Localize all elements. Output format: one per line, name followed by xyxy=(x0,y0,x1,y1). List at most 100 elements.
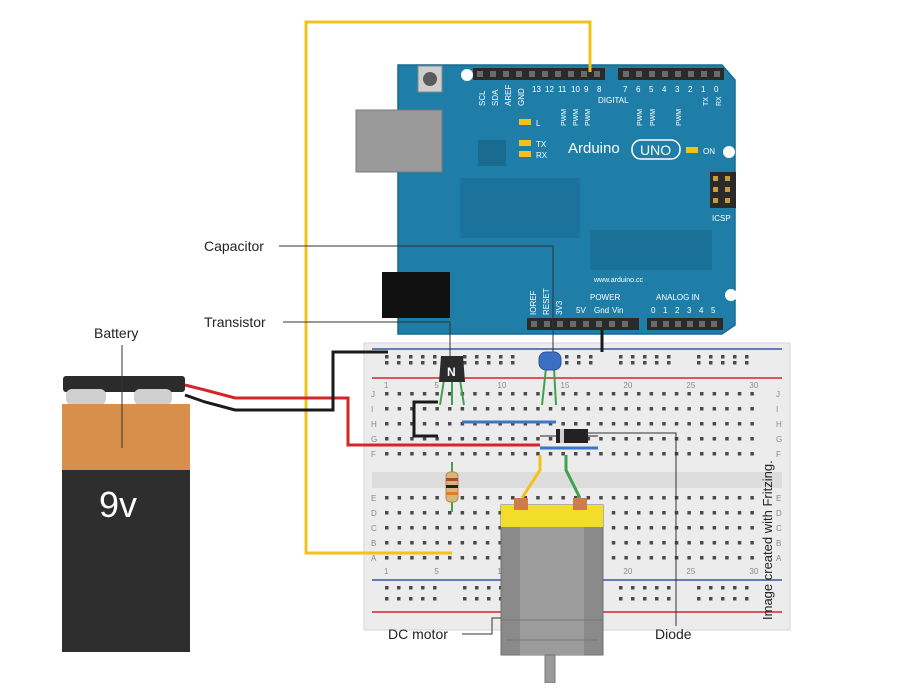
breadboard-hole xyxy=(586,452,591,456)
breadboard-hole xyxy=(700,496,704,500)
power-pin-label: 3V3 xyxy=(555,300,564,315)
breadboard-hole xyxy=(460,556,465,560)
breadboard-hole xyxy=(511,452,515,456)
breadboard-hole xyxy=(409,597,413,601)
breadboard-hole xyxy=(712,496,717,500)
breadboard-hole xyxy=(410,541,414,545)
breadboard-hole xyxy=(409,361,413,365)
breadboard-hole xyxy=(662,556,666,560)
breadboard-hole xyxy=(435,392,439,396)
breadboard-hole xyxy=(667,355,671,359)
capacitor-callout xyxy=(279,245,554,352)
breadboard-hole xyxy=(561,392,565,396)
breadboard-hole xyxy=(435,407,439,411)
breadboard-hole xyxy=(687,556,691,560)
breadboard-hole xyxy=(421,355,425,359)
breadboard-hole xyxy=(561,422,565,426)
breadboard-hole xyxy=(473,422,477,426)
breadboard-hole xyxy=(662,541,666,545)
breadboard-hole xyxy=(498,407,502,411)
breadboard-hole xyxy=(574,422,578,426)
breadboard-hole xyxy=(421,586,425,590)
breadboard-hole xyxy=(422,526,427,530)
breadboard-hole xyxy=(733,586,737,590)
breadboard-hole xyxy=(624,392,628,396)
breadboard-hole xyxy=(460,511,465,515)
breadboard-hole xyxy=(409,355,413,359)
breadboard-hole xyxy=(725,392,729,396)
breadboard-hole xyxy=(637,422,641,426)
breadboard-hole xyxy=(586,437,591,441)
pwm-label-3: PWM xyxy=(676,109,683,126)
breadboard-hole xyxy=(697,586,701,590)
breadboard-hole xyxy=(485,452,490,456)
breadboard-hole xyxy=(655,361,659,365)
breadboard-hole xyxy=(385,422,389,426)
breadboard-hole xyxy=(574,407,578,411)
breadboard-hole xyxy=(662,526,666,530)
column-number: 1 xyxy=(384,381,389,390)
breadboard-hole xyxy=(649,556,654,560)
breadboard-hole xyxy=(611,407,616,411)
breadboard-hole xyxy=(536,496,540,500)
breadboard-hole xyxy=(397,422,402,426)
breadboard-hole xyxy=(498,422,502,426)
pin-label-top: 12 xyxy=(545,85,554,94)
breadboard-hole xyxy=(611,496,616,500)
breadboard-hole xyxy=(637,392,641,396)
breadboard-hole xyxy=(487,355,491,359)
row-letter: H xyxy=(776,420,782,429)
led-rx-label: RX xyxy=(536,151,548,160)
breadboard-hole xyxy=(473,556,477,560)
breadboard-hole xyxy=(460,452,465,456)
breadboard-hole xyxy=(712,452,717,456)
breadboard-hole xyxy=(433,586,437,590)
breadboard-hole xyxy=(655,586,659,590)
breadboard-hole xyxy=(422,452,427,456)
pin-label-top: 2 xyxy=(688,85,693,94)
transistor-ground-wire xyxy=(412,400,438,438)
resistor xyxy=(445,462,459,512)
breadboard-hole xyxy=(624,526,628,530)
breadboard-hole xyxy=(473,437,477,441)
breadboard-hole xyxy=(687,511,691,515)
breadboard-hole xyxy=(674,392,679,396)
pin-label-top: 3 xyxy=(675,85,680,94)
breadboard-hole xyxy=(498,511,502,515)
power-pin-label: Gnd xyxy=(594,306,609,315)
breadboard-hole xyxy=(674,526,679,530)
breadboard-hole xyxy=(712,437,717,441)
breadboard-hole xyxy=(473,496,477,500)
pin-label-top: 11 xyxy=(558,85,567,94)
breadboard-hole xyxy=(565,355,569,359)
power-pin-label: RESET xyxy=(542,288,551,315)
analog-pin-label: 2 xyxy=(675,306,680,315)
breadboard-hole xyxy=(637,452,641,456)
breadboard-hole xyxy=(687,422,691,426)
breadboard-hole xyxy=(733,597,737,601)
breadboard-hole xyxy=(624,437,628,441)
breadboard-hole xyxy=(498,541,502,545)
row-letter: A xyxy=(776,554,782,563)
breadboard-hole xyxy=(599,496,603,500)
breadboard-hole xyxy=(410,511,414,515)
breadboard-hole xyxy=(485,392,490,396)
breadboard-hole xyxy=(637,496,641,500)
breadboard-hole xyxy=(637,407,641,411)
yellow-wire xyxy=(304,20,592,555)
breadboard-hole xyxy=(435,496,439,500)
arduino-model: UNO xyxy=(640,142,671,158)
breadboard-hole xyxy=(473,526,477,530)
breadboard-hole xyxy=(624,452,628,456)
breadboard-hole xyxy=(385,556,389,560)
breadboard-hole xyxy=(485,526,490,530)
breadboard-hole xyxy=(733,355,737,359)
battery-red-wire xyxy=(184,383,540,447)
breadboard-hole xyxy=(725,496,729,500)
breadboard-hole xyxy=(448,392,452,396)
pin-label-top: AREF xyxy=(504,85,513,106)
breadboard-hole xyxy=(687,496,691,500)
breadboard-hole xyxy=(662,452,666,456)
breadboard-hole xyxy=(487,586,491,590)
breadboard-hole xyxy=(498,452,502,456)
